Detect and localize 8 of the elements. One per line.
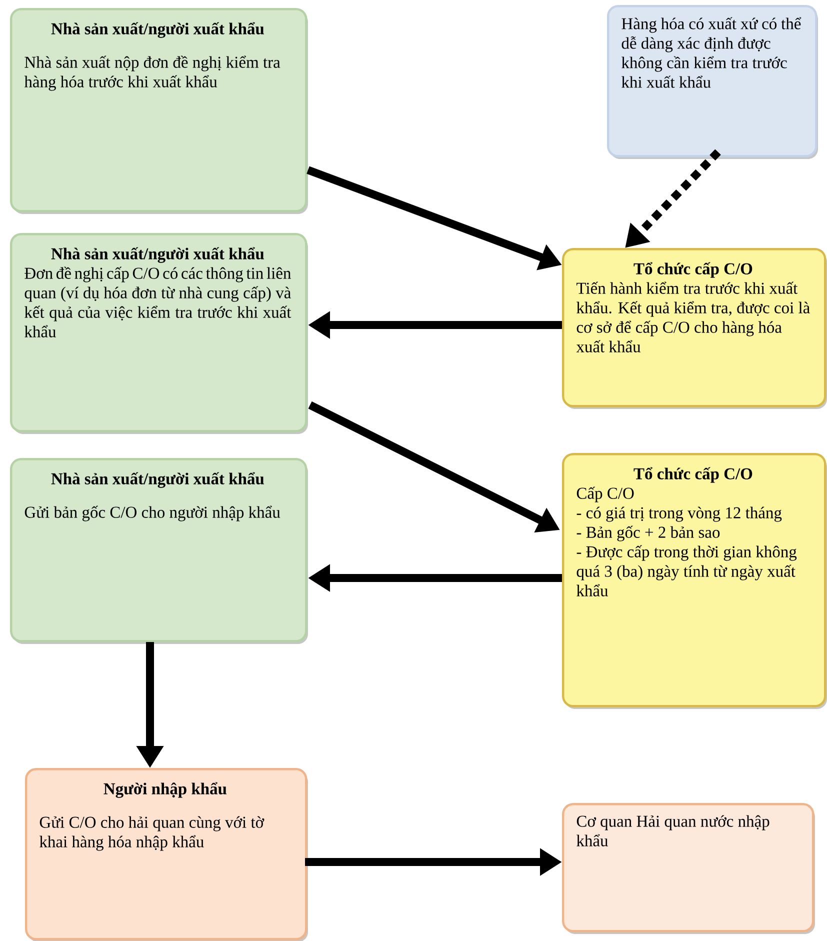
process-box: Nhà sản xuất/người xuất khẩu Nhà sản xuất nộp đơn đề nghị kiểm tra hàng hóa trước khi xuất khẩu xyxy=(10,8,308,214)
process-box: Nhà sản xuất/người xuất khẩu Gửi bản gốc C/O cho người nhập khẩu xyxy=(10,458,308,644)
process-box: Nhà sản xuất/người xuất khẩu Đơn đề nghị cấp C/O có các thông tin liên quan (ví dụ hóa đơn từ nhà cung cấp) và kết quả của việc kiểm tra trước khi xuất khẩu xyxy=(10,233,308,434)
note-box: Hàng hóa có xuất xứ có thể dễ dàng xác định được không cần kiểm tra trước khi xuất khẩu xyxy=(607,5,818,159)
process-box: Người nhập khẩu Gửi C/O cho hải quan cùng với tờ khai hàng hóa nhập khẩu xyxy=(25,768,308,941)
process-box: Cơ quan Hải quan nước nhập khẩu xyxy=(562,803,815,934)
process-box: Tổ chức cấp C/O Tiến hành kiểm tra trước khi xuất khẩu. Kết quả kiểm tra, được coi là cơ sở để cấp C/O cho hàng hóa xuất khẩu xyxy=(562,248,827,409)
process-box: Tổ chức cấp C/O Cấp C/O - có giá trị trong vòng 12 tháng - Bản gốc + 2 bản sao - Được cấp trong thời gian không quá 3 (ba) ngày tính từ ngày xuất khẩu xyxy=(562,453,827,709)
